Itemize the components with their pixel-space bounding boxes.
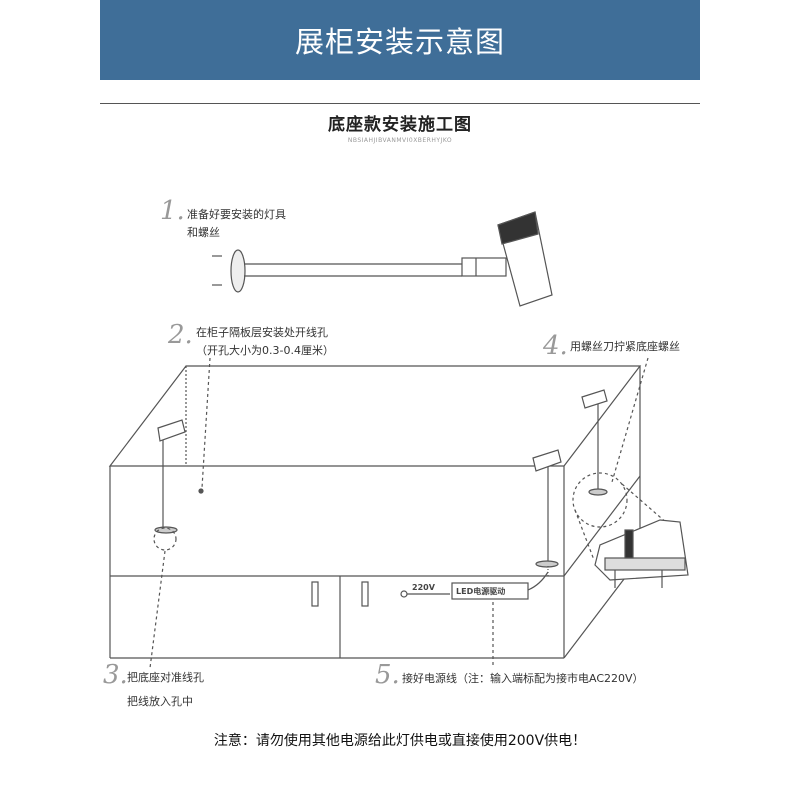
- diagram-subtitle: 底座款安装施工图: [328, 115, 472, 135]
- step-1-line2: 和螺丝: [187, 226, 220, 239]
- step-5-number: 5.: [375, 660, 400, 690]
- voltage-label: 220V: [412, 583, 435, 592]
- door-handles: [311, 581, 369, 607]
- step-3-text: 把底座对准线孔 把线放入孔中: [127, 669, 204, 711]
- step-4-line1: 用螺丝刀拧紧底座螺丝: [570, 340, 680, 353]
- cabinet-lamp-left: [154, 419, 186, 534]
- page-title: 展柜安装示意图: [294, 25, 505, 59]
- step-3-line2: 把线放入孔中: [127, 695, 193, 708]
- step-5-text: 接好电源线（注：输入端标配为接市电AC220V）: [402, 670, 644, 688]
- step-4-text: 用螺丝刀拧紧底座螺丝: [570, 338, 680, 356]
- step-1-text: 准备好要安装的灯具 和螺丝: [187, 206, 286, 242]
- hole-detail-circle: [153, 527, 177, 551]
- header-banner: 展柜安装示意图: [100, 0, 700, 80]
- driver-label: LED电源驱动: [456, 587, 506, 596]
- step-1-number: 1.: [160, 196, 185, 226]
- screw-detail-zoom: [572, 472, 689, 588]
- leader-lines: [149, 357, 649, 669]
- divider-line: [100, 103, 700, 104]
- wire-hole: [198, 488, 204, 494]
- step-3-line1: 把底座对准线孔: [127, 671, 204, 684]
- step-2-line1: 在柜子隔板层安装处开线孔: [196, 326, 328, 339]
- step-5-line1: 接好电源线（注：输入端标配为接市电AC220V）: [402, 672, 644, 685]
- step-2-number: 2.: [168, 320, 193, 350]
- step-1-line1: 准备好要安装的灯具: [187, 208, 286, 221]
- step-2-text: 在柜子隔板层安装处开线孔 （开孔大小为0.3-0.4厘米）: [196, 324, 334, 360]
- diagram-subtitle-en: NBSIAHJIBVANMVI0XBERHYJKO: [347, 137, 453, 144]
- step1-screws: [212, 255, 222, 286]
- step-2-line2: （开孔大小为0.3-0.4厘米）: [196, 344, 334, 357]
- step-3-number: 3.: [103, 660, 128, 690]
- cabinet-lamp-middle: [532, 449, 562, 578]
- cabinet-outline: [108, 365, 642, 659]
- cabinet-lamp-right: [581, 389, 608, 496]
- warning-note: 注意：请勿使用其他电源给此灯供电或直接使用200V供电！: [213, 733, 587, 749]
- power-driver: [400, 571, 549, 600]
- step-4-number: 4.: [543, 331, 568, 361]
- step1-lamp-illustration: [230, 211, 553, 307]
